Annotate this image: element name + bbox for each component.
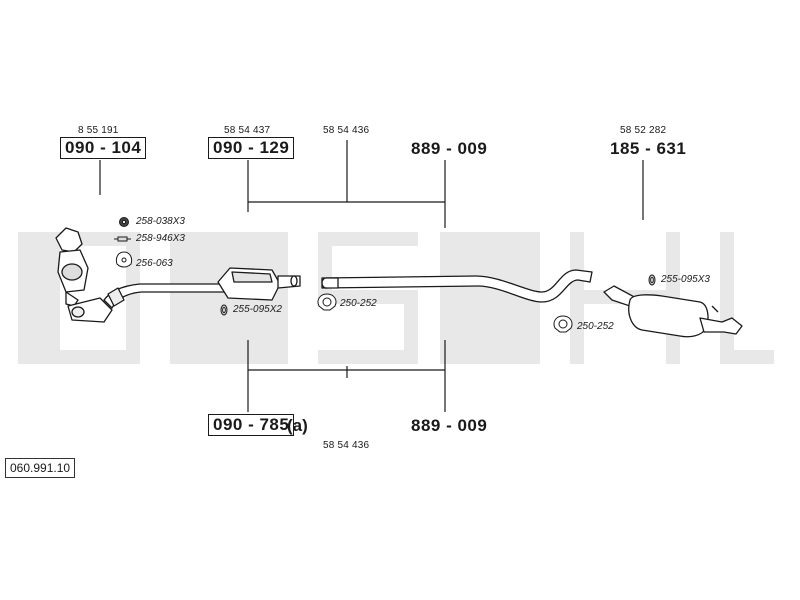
front-catalyst-drawing [55,227,113,323]
part-number-889-009-bottom[interactable]: 889 - 009 [411,416,488,435]
hardware-code: 258-038X3 [136,216,185,227]
hardware-code: 258-946X3 [136,233,185,244]
exhaust-parts [55,227,743,338]
middle-catalyst-drawing [217,267,301,301]
hardware-icons [114,217,656,333]
part-number-090-104[interactable]: 090 - 104 [60,137,147,159]
gasket-icon [115,251,133,268]
ref-number: 58 54 436 [323,440,370,451]
hardware-code: 250-252 [577,321,614,332]
hardware-code: 250-252 [340,298,377,309]
hardware-code: 255-095X3 [661,274,710,285]
diagram-id: 060.991.10 [5,458,76,478]
hardware-code: 256-063 [136,258,173,269]
leader-lines [99,140,644,412]
ref-number: 58 54 437 [224,125,271,136]
hardware-code: 255-095X2 [233,304,282,315]
part-number-090-785[interactable]: 090 - 785 [208,414,295,436]
clamp-icon [317,293,337,311]
ref-number: 58 54 436 [323,125,370,136]
part-number-185-631[interactable]: 185 - 631 [610,139,687,158]
part-number-889-009[interactable]: 889 - 009 [411,139,488,158]
clamp-icon [553,315,573,333]
part-number-090-129[interactable]: 090 - 129 [208,137,295,159]
ref-number: 58 52 282 [620,125,667,136]
stud-bolt-icon [114,236,131,242]
rubber-mount-icon [220,304,228,316]
intermediate-pipe-drawing [321,269,593,303]
ref-number: 8 55 191 [78,125,119,136]
rubber-mount-icon [648,274,656,286]
nut-icon [119,217,129,227]
rear-silencer-drawing [603,285,743,338]
part-suffix: (a) [287,416,308,435]
